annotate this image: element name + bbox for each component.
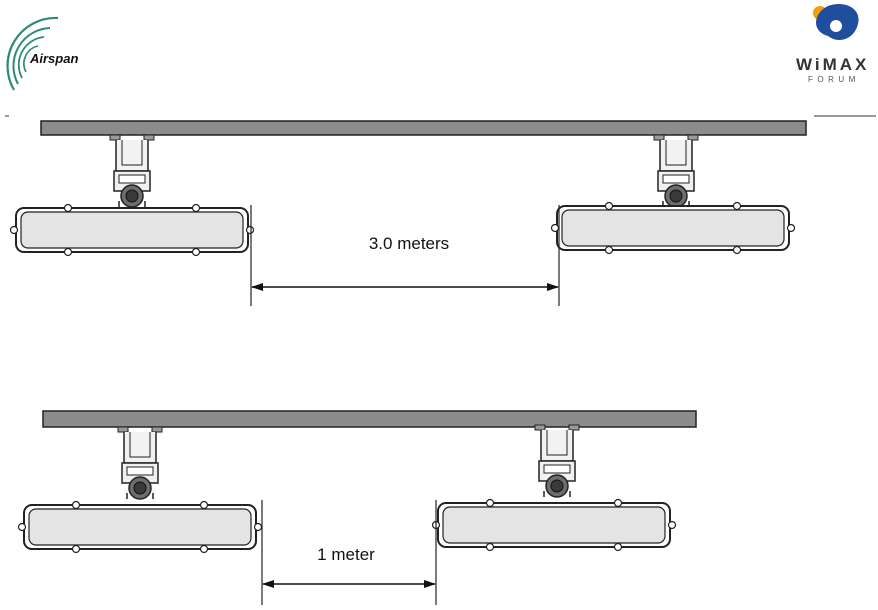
diagram-3m-spacing: 3.0 meters xyxy=(11,121,807,306)
spacing-label: 1 meter xyxy=(317,545,375,564)
mounting-pole xyxy=(43,411,696,427)
spacing-label: 3.0 meters xyxy=(369,234,449,253)
antenna-left xyxy=(11,135,254,256)
airspan-logo-text: Airspan xyxy=(29,51,78,66)
diagram-1m-spacing: 1 meter xyxy=(19,411,697,605)
antenna-right xyxy=(552,135,795,254)
airspan-logo: Airspan xyxy=(8,18,79,90)
antenna-right xyxy=(433,425,676,551)
wimax-forum-text: FORUM xyxy=(808,75,860,84)
wimax-logo-text: WiMAX xyxy=(796,55,869,74)
mounting-pole xyxy=(41,121,806,135)
antenna-left xyxy=(19,427,262,553)
wimax-forum-logo: WiMAX FORUM xyxy=(796,4,869,84)
